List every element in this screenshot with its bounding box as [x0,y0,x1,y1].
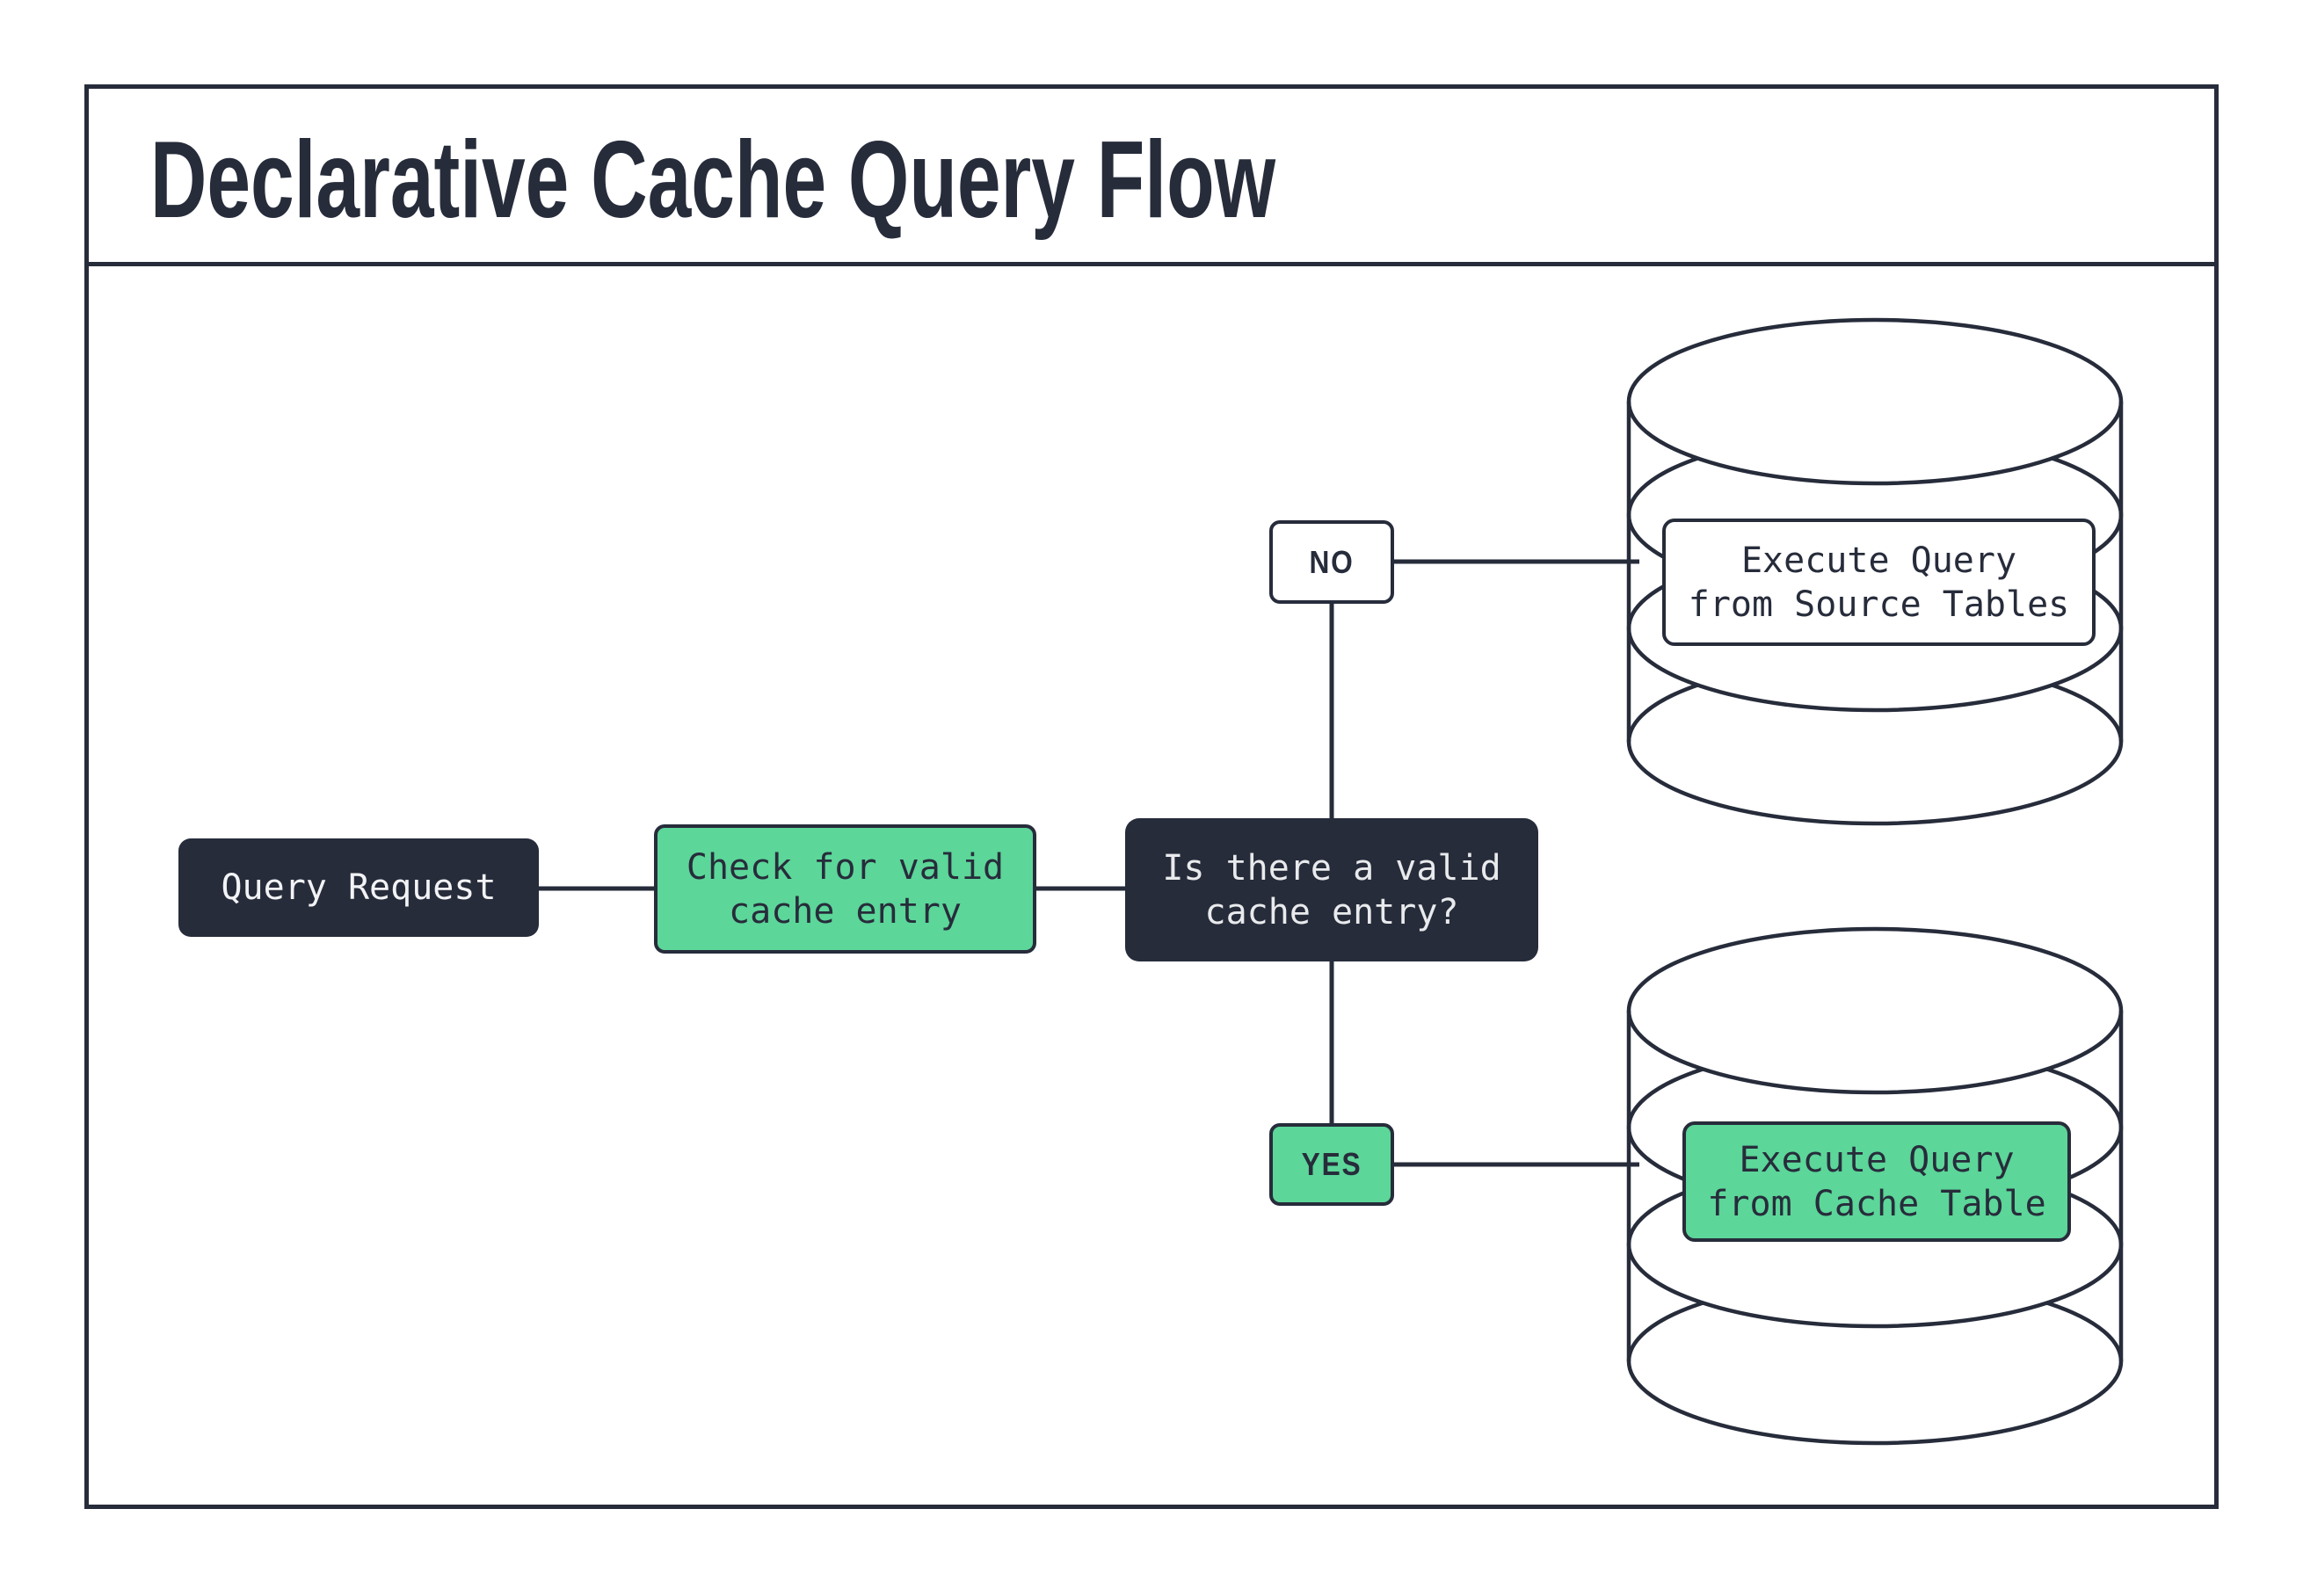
diagram-title: Declarative Cache Query Flow [149,119,1276,241]
check-cache-label-line2: cache entry [729,890,962,932]
decision-label-line1: Is there a valid [1162,847,1501,889]
check-cache-label-line1: Check for valid [686,846,1005,888]
source-db-node: Execute Query from Source Tables [1662,519,2096,646]
cache-db-node: Execute Query from Cache Table [1682,1121,2071,1242]
yes-branch-label: YES [1301,1146,1362,1182]
diagram-frame: Declarative Cache Query Flow [84,84,2219,1509]
decision-label-line2: cache entry? [1204,891,1459,932]
query-request-label: Query Request [221,867,497,908]
query-request-node: Query Request [178,838,539,937]
check-cache-node: Check for valid cache entry [654,824,1036,954]
no-branch-label: NO [1309,543,1355,580]
cache-db-label-line1: Execute Query [1739,1139,2015,1180]
source-db-label-line2: from Source Tables [1688,584,2070,625]
cache-db-label-line2: from Cache Table [1707,1183,2046,1224]
decision-node: Is there a valid cache entry? [1125,818,1538,961]
no-branch-node: NO [1269,520,1394,604]
diagram-header: Declarative Cache Query Flow [89,89,2214,266]
yes-branch-node: YES [1269,1123,1394,1206]
source-db-label-line1: Execute Query [1740,540,2017,581]
